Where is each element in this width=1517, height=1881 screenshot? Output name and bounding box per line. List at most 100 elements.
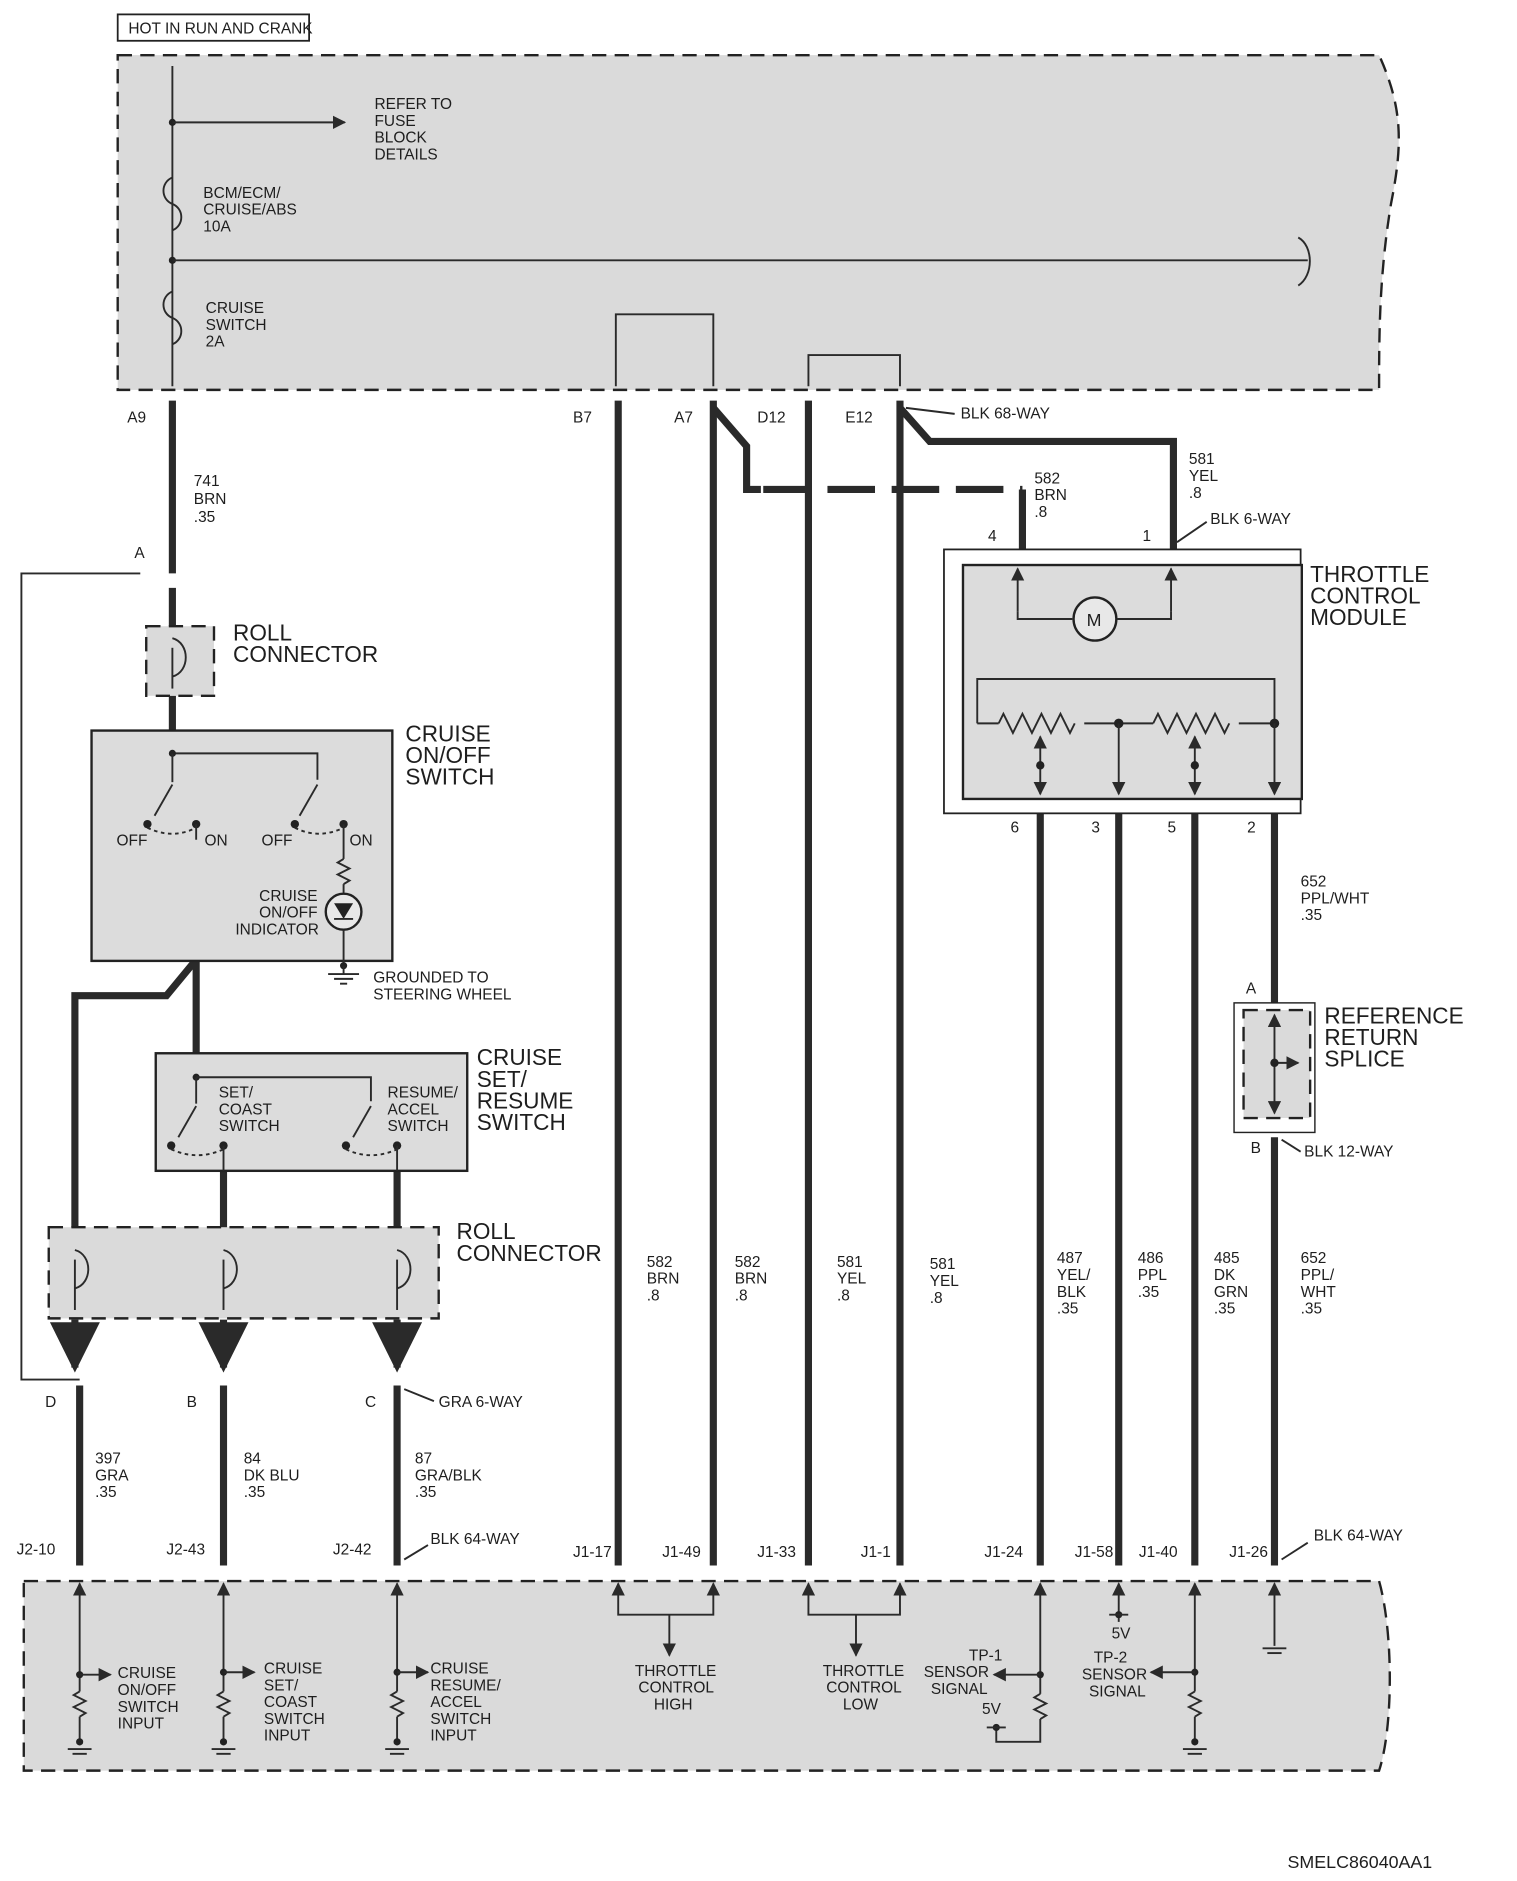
svg-text:SWITCH: SWITCH: [219, 1118, 280, 1135]
fuse-block: [116, 53, 1400, 392]
svg-text:A9: A9: [127, 409, 146, 426]
svg-text:ON/OFF: ON/OFF: [259, 905, 317, 922]
svg-text:SWITCH: SWITCH: [264, 1711, 325, 1728]
svg-text:CONTROL: CONTROL: [826, 1680, 902, 1697]
svg-text:MODULE: MODULE: [1310, 604, 1407, 630]
svg-text:J1-24: J1-24: [984, 1544, 1023, 1561]
svg-text:J1-26: J1-26: [1229, 1544, 1268, 1561]
svg-text:4: 4: [988, 528, 997, 545]
svg-text:LOW: LOW: [843, 1696, 879, 1713]
svg-text:YEL: YEL: [930, 1273, 960, 1290]
svg-text:COAST: COAST: [264, 1694, 318, 1711]
svg-text:YEL/: YEL/: [1057, 1267, 1091, 1284]
svg-text:SET/: SET/: [477, 1066, 528, 1092]
svg-text:487: 487: [1057, 1250, 1083, 1267]
top-connector-labels: A9 B7 A7 D12 E12 BLK 68-WAY: [127, 406, 1050, 427]
svg-text:A: A: [134, 545, 145, 562]
svg-text:RETURN: RETURN: [1324, 1024, 1418, 1050]
bottom-connector-labels: J2-10 J2-43 J2-42 BLK 64-WAY J1-17 J1-49…: [17, 1527, 1404, 1561]
svg-text:J1-40: J1-40: [1139, 1544, 1178, 1561]
svg-text:RESUME: RESUME: [477, 1087, 574, 1113]
svg-text:C: C: [365, 1394, 376, 1411]
svg-text:ON/OFF: ON/OFF: [405, 742, 490, 768]
svg-text:OFF: OFF: [262, 833, 293, 850]
svg-text:CRUISE: CRUISE: [405, 720, 490, 746]
svg-text:SPLICE: SPLICE: [1324, 1045, 1404, 1071]
ecm-module: [22, 1579, 1391, 1772]
svg-text:ON: ON: [204, 833, 227, 850]
svg-text:CONTROL: CONTROL: [1310, 582, 1420, 608]
svg-text:TP-2: TP-2: [1094, 1650, 1127, 1667]
svg-text:SET/: SET/: [264, 1677, 299, 1694]
drawing-code: SMELC86040AA1: [1288, 1852, 1433, 1872]
svg-text:BRN: BRN: [1034, 487, 1067, 504]
svg-text:YEL: YEL: [837, 1271, 867, 1288]
power-source-label: HOT IN RUN AND CRANK: [116, 13, 313, 42]
svg-text:GROUNDED TO: GROUNDED TO: [373, 969, 488, 986]
ecm-labels: CRUISE ON/OFF SWITCH INPUT CRUISE SET/ C…: [118, 1626, 1147, 1745]
svg-text:581: 581: [837, 1254, 863, 1271]
svg-text:.35: .35: [1138, 1284, 1159, 1301]
svg-text:BLOCK: BLOCK: [374, 130, 427, 147]
svg-text:REFERENCE: REFERENCE: [1324, 1002, 1463, 1028]
svg-text:2: 2: [1247, 819, 1256, 836]
svg-text:3: 3: [1091, 819, 1100, 836]
svg-text:CRUISE: CRUISE: [259, 888, 317, 905]
svg-text:YEL: YEL: [1189, 468, 1219, 485]
svg-text:BLK: BLK: [1057, 1284, 1087, 1301]
svg-text:SENSOR: SENSOR: [1082, 1666, 1147, 1683]
svg-text:GRA 6-WAY: GRA 6-WAY: [439, 1394, 524, 1411]
svg-text:6: 6: [1011, 819, 1020, 836]
svg-text:STEERING WHEEL: STEERING WHEEL: [373, 986, 512, 1003]
svg-text:M: M: [1087, 610, 1102, 630]
onoff-switch-internals: [143, 749, 363, 985]
svg-text:.35: .35: [194, 509, 215, 526]
svg-text:THROTTLE: THROTTLE: [635, 1663, 717, 1680]
svg-text:INPUT: INPUT: [118, 1716, 165, 1733]
svg-text:DETAILS: DETAILS: [374, 146, 437, 163]
svg-text:CRUISE: CRUISE: [206, 300, 264, 317]
svg-text:CRUISE/ABS: CRUISE/ABS: [203, 202, 297, 219]
svg-text:E12: E12: [845, 409, 872, 426]
svg-text:TP-1: TP-1: [969, 1647, 1002, 1664]
svg-text:J1-17: J1-17: [573, 1544, 612, 1561]
roll-connector-lower: [47, 1226, 440, 1320]
svg-text:GRA/BLK: GRA/BLK: [415, 1467, 483, 1484]
ecm-internals: [67, 1582, 1287, 1755]
ground-icon: [328, 965, 360, 985]
cruise-set-resume-switch: [154, 1052, 469, 1173]
svg-text:BLK 68-WAY: BLK 68-WAY: [961, 406, 1051, 423]
svg-text:.8: .8: [647, 1287, 660, 1304]
svg-text:2A: 2A: [206, 334, 226, 351]
svg-text:INPUT: INPUT: [264, 1728, 311, 1745]
svg-text:OFF: OFF: [117, 833, 148, 850]
roll-connector-lower-coils: [73, 1249, 412, 1310]
fuse-block-internal-wiring: [162, 65, 1311, 387]
svg-text:CONNECTOR: CONNECTOR: [233, 641, 378, 667]
svg-text:BLK 6-WAY: BLK 6-WAY: [1210, 511, 1291, 528]
svg-text:5: 5: [1167, 819, 1176, 836]
svg-text:PPL: PPL: [1138, 1267, 1168, 1284]
svg-text:A: A: [1246, 980, 1257, 997]
roll-connector-upper-coil: [171, 637, 187, 689]
svg-text:581: 581: [930, 1256, 956, 1273]
roll-connector-upper: [145, 625, 216, 697]
svg-text:ON/OFF: ON/OFF: [118, 1682, 176, 1699]
svg-text:.8: .8: [930, 1290, 943, 1307]
svg-text:D12: D12: [757, 409, 785, 426]
svg-text:PPL/: PPL/: [1301, 1267, 1335, 1284]
svg-text:.35: .35: [1301, 907, 1322, 924]
svg-text:SWITCH: SWITCH: [430, 1711, 491, 1728]
svg-text:CRUISE: CRUISE: [430, 1660, 488, 1677]
svg-text:J1-1: J1-1: [861, 1544, 891, 1561]
svg-text:THROTTLE: THROTTLE: [823, 1663, 905, 1680]
roll-connector-lower-label: ROLL CONNECTOR: [457, 1218, 602, 1266]
svg-text:741: 741: [194, 473, 220, 490]
svg-text:BLK 12-WAY: BLK 12-WAY: [1304, 1143, 1394, 1160]
svg-text:.35: .35: [1301, 1301, 1322, 1318]
svg-text:BRN: BRN: [194, 491, 227, 508]
gra-connector-labels: D B C GRA 6-WAY: [45, 1388, 524, 1411]
svg-text:ROLL: ROLL: [233, 620, 292, 646]
main-wires: [20, 400, 1279, 1566]
svg-text:CRUISE: CRUISE: [118, 1665, 176, 1682]
